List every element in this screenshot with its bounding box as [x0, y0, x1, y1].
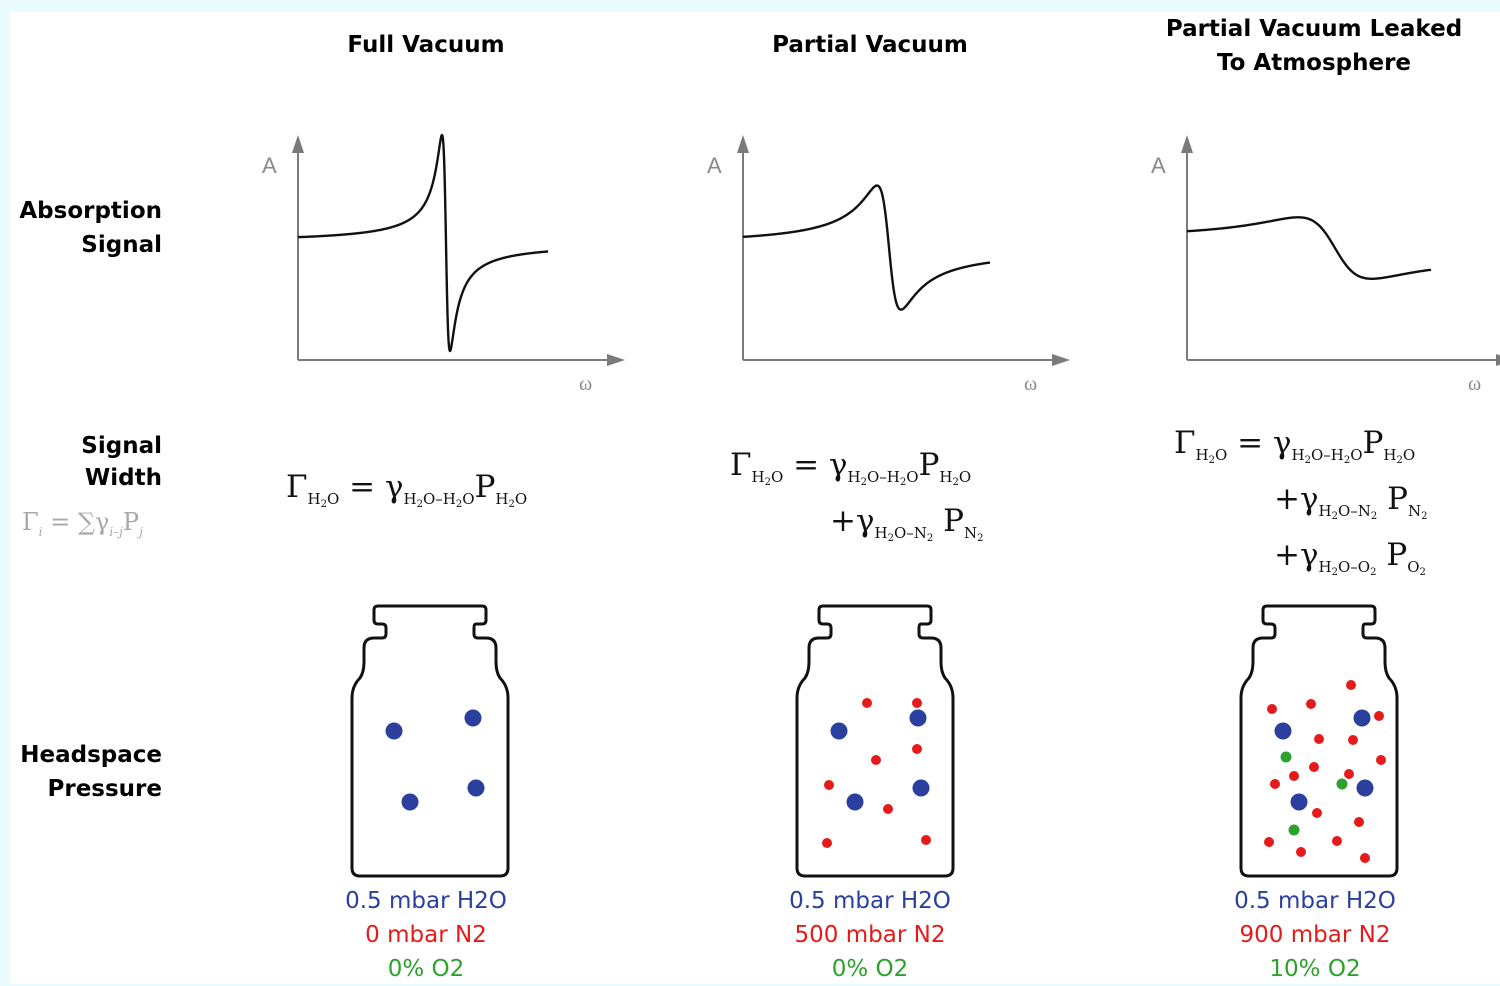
n2-molecule	[921, 835, 931, 845]
pressure-h2o: 0.5 mbar H2O	[345, 888, 507, 914]
n2-molecule	[1312, 808, 1322, 818]
n2-molecule	[1309, 762, 1319, 772]
n2-molecule	[912, 744, 922, 754]
vial-outline	[795, 604, 955, 878]
n2-molecule	[862, 698, 872, 708]
x-axis-arrow	[607, 354, 625, 366]
pressure-n2: 0 mbar N2	[365, 922, 487, 948]
pressure-n2: 900 mbar N2	[1239, 922, 1391, 948]
pressure-o2: 0% O2	[387, 956, 465, 982]
h2o-molecule	[401, 793, 419, 811]
pressure-list-full-vacuum: 0.5 mbar H2O 0 mbar N2 0% O2	[276, 884, 576, 986]
column-title-full-vacuum: Full Vacuum	[347, 32, 505, 58]
n2-molecule	[1360, 853, 1370, 863]
y-axis-arrow	[292, 135, 304, 153]
h2o-molecule	[1274, 722, 1292, 740]
n2-molecule	[1348, 735, 1358, 745]
absorption-curve	[1186, 216, 1432, 281]
column-title-partial-vacuum: Partial Vacuum	[772, 32, 968, 58]
vial-outline	[350, 604, 510, 878]
h2o-molecule	[1290, 793, 1308, 811]
y-axis-label: A	[1151, 153, 1166, 178]
h2o-molecule	[846, 793, 864, 811]
absorption-chart-full-vacuum: Aω	[262, 133, 625, 395]
n2-molecule	[1264, 837, 1274, 847]
n2-molecule	[1376, 755, 1386, 765]
pressure-h2o: 0.5 mbar H2O	[1234, 888, 1396, 914]
vial-full-vacuum	[350, 604, 510, 878]
width-formula-full-vacuum: ΓH2O = γH2O–H2OPH2O	[286, 469, 528, 510]
x-axis-label: ω	[1468, 373, 1481, 395]
n2-molecule	[1296, 847, 1306, 857]
h2o-molecule	[464, 709, 482, 727]
width-formula-partial-vacuum: ΓH2O = γH2O–H2OPH2O +γH2O–N2 PN2	[730, 447, 984, 544]
h2o-molecule	[830, 722, 848, 740]
n2-molecule	[871, 755, 881, 765]
n2-molecule	[1332, 836, 1342, 846]
o2-molecule	[1336, 778, 1348, 790]
h2o-molecule	[467, 779, 485, 797]
h2o-molecule	[909, 709, 927, 727]
n2-molecule	[1344, 769, 1354, 779]
n2-molecule	[1270, 779, 1280, 789]
signal-width-general-formula: Γi = ∑γi–jPj	[22, 508, 143, 539]
n2-molecule	[1374, 711, 1384, 721]
n2-molecule	[1267, 704, 1277, 714]
h2o-molecule	[1356, 779, 1374, 797]
n2-molecule	[1306, 699, 1316, 709]
y-axis-arrow	[737, 135, 749, 153]
column-title-leaked: Partial Vacuum Leaked To Atmosphere	[1165, 16, 1463, 76]
x-axis-label: ω	[579, 373, 592, 395]
row-label-absorption-signal: Absorption Signal	[19, 198, 162, 258]
n2-molecule	[822, 838, 832, 848]
x-axis-label: ω	[1024, 373, 1037, 395]
pressure-o2: 0% O2	[831, 956, 909, 982]
vial-partial-vacuum	[795, 604, 955, 878]
h2o-molecule	[1353, 709, 1371, 727]
n2-molecule	[1354, 817, 1364, 827]
width-formula-leaked: ΓH2O = γH2O–H2OPH2O +γH2O–N2 PN2 +γH2O–O…	[1174, 425, 1428, 578]
pressure-list-partial-vacuum: 0.5 mbar H2O 500 mbar N2 0% O2	[720, 884, 1020, 986]
pressure-list-leaked: 0.5 mbar H2O 900 mbar N2 10% O2	[1165, 884, 1465, 986]
n2-molecule	[1289, 771, 1299, 781]
x-axis-arrow	[1496, 354, 1500, 366]
pressure-n2: 500 mbar N2	[794, 922, 946, 948]
absorption-chart-partial-vacuum: Aω	[707, 135, 1070, 395]
pressure-h2o: 0.5 mbar H2O	[789, 888, 951, 914]
absorption-curve	[742, 184, 991, 311]
y-axis-label: A	[262, 153, 277, 178]
x-axis-arrow	[1052, 354, 1070, 366]
diagram-canvas: Full Vacuum Partial Vacuum Partial Vacuu…	[10, 12, 1500, 984]
absorption-chart-leaked: Aω	[1151, 135, 1500, 395]
n2-molecule	[883, 804, 893, 814]
n2-molecule	[1314, 734, 1324, 744]
pressure-o2: 10% O2	[1269, 956, 1361, 982]
y-axis-arrow	[1181, 135, 1193, 153]
y-axis-label: A	[707, 153, 722, 178]
h2o-molecule	[385, 722, 403, 740]
o2-molecule	[1288, 824, 1300, 836]
o2-molecule	[1280, 751, 1292, 763]
absorption-curve	[297, 133, 549, 353]
n2-molecule	[912, 698, 922, 708]
row-label-signal-width: Signal Width	[81, 433, 162, 491]
n2-molecule	[1346, 680, 1356, 690]
row-label-headspace-pressure: Headspace Pressure	[20, 742, 162, 802]
vial-leaked	[1239, 604, 1399, 878]
n2-molecule	[824, 780, 834, 790]
h2o-molecule	[912, 779, 930, 797]
